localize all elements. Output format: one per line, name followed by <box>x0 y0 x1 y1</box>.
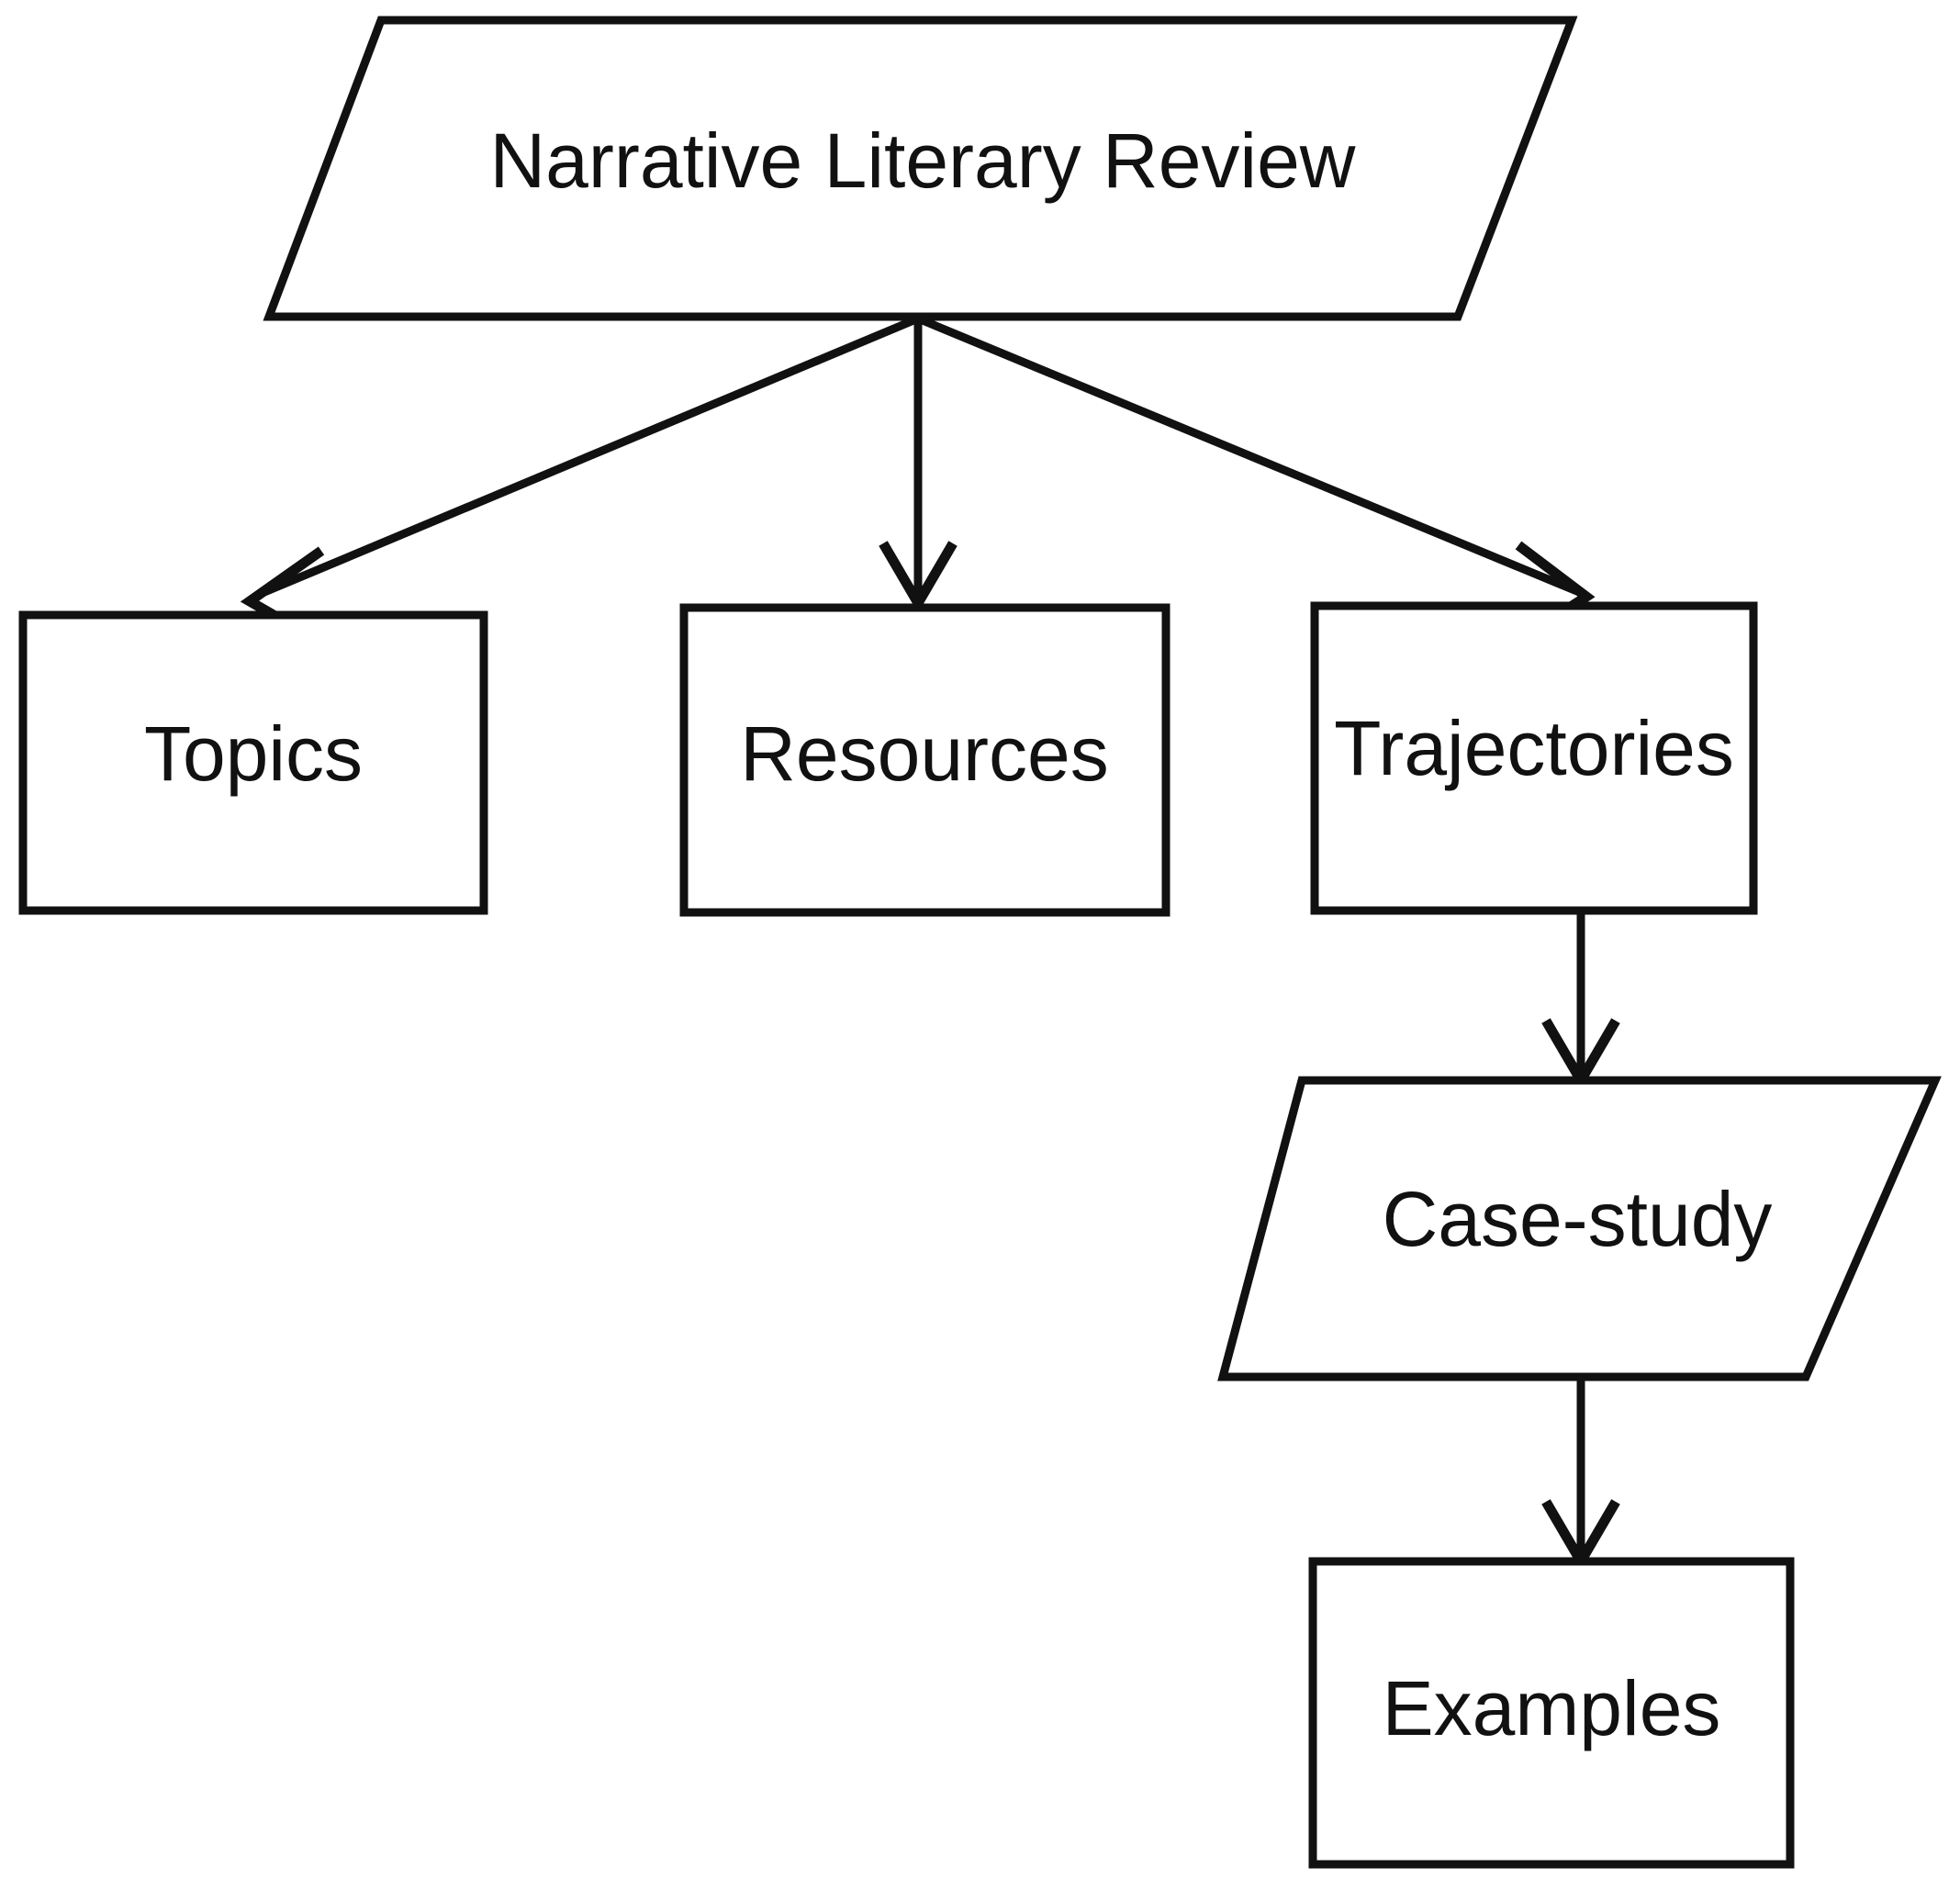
resources-shape[interactable] <box>679 603 1170 917</box>
narrative-literary-review-shape[interactable] <box>263 16 1578 321</box>
examples-label: Examples <box>1383 1665 1721 1751</box>
topics-label: Topics <box>144 710 363 797</box>
edge-line-narrative-trajectories <box>916 314 1581 597</box>
topics-shape[interactable] <box>18 610 488 915</box>
node-resources[interactable]: Resources <box>679 603 1170 917</box>
case-study-shape[interactable] <box>1217 1076 1942 1381</box>
trajectories-label: Trajectories <box>1334 705 1734 791</box>
node-topics[interactable]: Topics <box>18 610 488 915</box>
edge-narrative-to-topics <box>240 314 920 640</box>
edge-case-study-to-examples <box>1541 1377 1620 1571</box>
edge-trajectories-to-case-study <box>1541 911 1620 1090</box>
edge-narrative-to-trajectories <box>916 314 1596 638</box>
edge-line-narrative-topics <box>256 314 920 599</box>
case-study-label: Case-study <box>1383 1176 1773 1262</box>
node-trajectories[interactable]: Trajectories <box>1310 601 1758 915</box>
narrative-literary-review-label: Narrative Literary Review <box>490 117 1356 204</box>
trajectories-shape[interactable] <box>1310 601 1758 915</box>
examples-shape[interactable] <box>1308 1557 1795 1869</box>
resources-label: Resources <box>740 710 1109 797</box>
node-narrative-literary-review[interactable]: Narrative Literary Review <box>263 16 1578 321</box>
arrowhead-resources <box>879 541 958 613</box>
edge-narrative-to-resources <box>879 319 958 613</box>
node-case-study[interactable]: Case-study <box>1217 1076 1942 1381</box>
node-examples[interactable]: Examples <box>1308 1557 1795 1869</box>
